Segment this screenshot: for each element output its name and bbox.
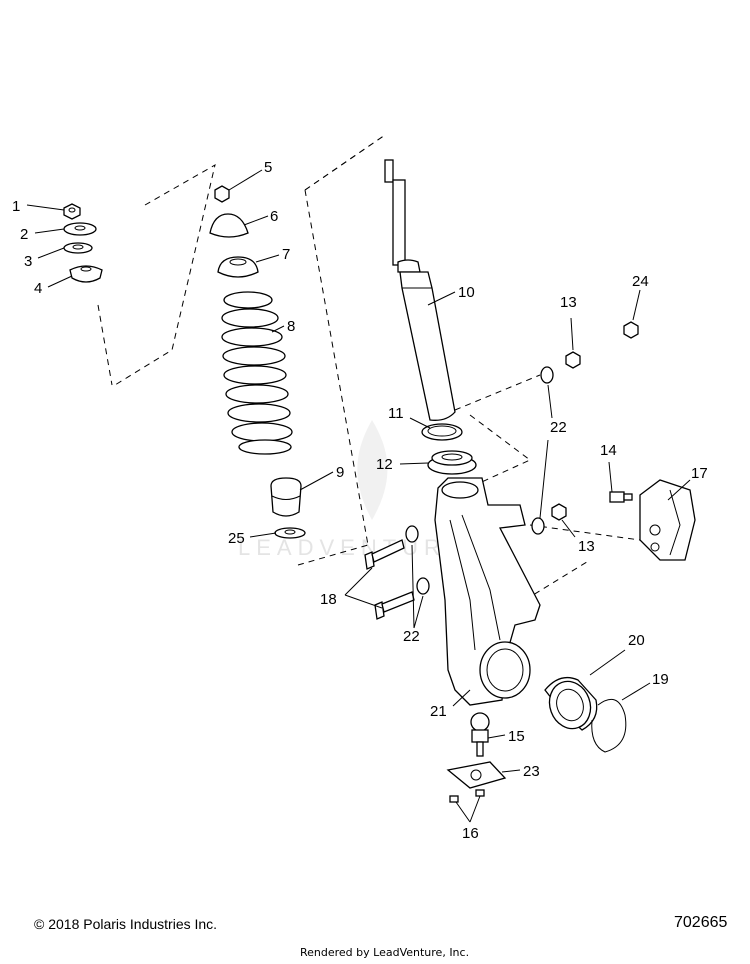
part-10-shock-absorber — [384, 159, 456, 421]
part-11-ring — [421, 423, 463, 441]
part-13-nut-lower — [551, 503, 567, 521]
callout-18: 18 — [320, 591, 337, 608]
callout-10: 10 — [458, 284, 475, 301]
callout-5: 5 — [264, 159, 272, 176]
part-2-washer — [63, 222, 97, 236]
rendered-by-text: Rendered by LeadVenture, Inc. — [300, 946, 470, 959]
part-6-cap — [209, 213, 249, 238]
part-12-spring-seat — [427, 450, 477, 475]
callout-17: 17 — [691, 465, 708, 482]
part-22-washer-lower — [405, 525, 430, 595]
callout-21: 21 — [430, 703, 447, 720]
part-4-bushing — [69, 265, 103, 283]
callout-3: 3 — [24, 253, 32, 270]
callout-22-upper: 22 — [550, 419, 567, 436]
callout-1: 1 — [12, 198, 20, 215]
part-20-bearing — [544, 676, 598, 731]
watermark-text: LEADVENTURE — [238, 535, 467, 560]
group-outline-left — [114, 163, 216, 386]
callout-7: 7 — [282, 246, 290, 263]
callout-23: 23 — [523, 763, 540, 780]
part-19-snap-ring — [591, 698, 627, 753]
leader-lines — [26, 169, 691, 823]
part-17-caliper — [639, 479, 696, 561]
callout-19: 19 — [652, 671, 669, 688]
callout-2: 2 — [20, 226, 28, 243]
part-18-bolt-upper — [364, 539, 405, 570]
group-outline-knuckle — [454, 374, 641, 601]
part-24-nut — [623, 321, 639, 339]
part-21-knuckle — [434, 477, 541, 706]
callout-11: 11 — [388, 405, 404, 422]
callout-16: 16 — [462, 825, 479, 842]
part-7-retainer — [217, 256, 259, 278]
callout-20: 20 — [628, 632, 645, 649]
callout-14: 14 — [600, 442, 617, 459]
watermark-flame-icon — [357, 420, 388, 520]
part-1-nut — [63, 203, 81, 220]
callout-12: 12 — [376, 456, 393, 473]
diagram-id: 702665 — [674, 914, 728, 931]
part-8-spring — [221, 291, 293, 455]
part-15-ball-joint — [470, 712, 490, 757]
part-18-bolt-lower — [374, 591, 415, 620]
copyright-text: © 2018 Polaris Industries Inc. — [34, 916, 218, 932]
part-22-washer-upper — [531, 366, 554, 535]
part-14-bolt — [609, 491, 633, 503]
callout-8: 8 — [287, 318, 295, 335]
callout-15: 15 — [508, 728, 525, 745]
part-9-bump-stop — [270, 477, 302, 517]
part-13-nut-upper — [565, 351, 581, 369]
callout-6: 6 — [270, 208, 278, 225]
callout-9: 9 — [336, 464, 344, 481]
part-23-plate — [446, 761, 507, 789]
group-outline-shock — [297, 134, 386, 566]
callout-4: 4 — [34, 280, 42, 297]
callout-13-lower: 13 — [578, 538, 595, 555]
part-5-nut — [214, 185, 230, 203]
callout-24: 24 — [632, 273, 649, 290]
part-25-washer — [274, 527, 306, 539]
callout-13-upper: 13 — [560, 294, 577, 311]
callout-22-lower: 22 — [403, 628, 420, 645]
part-3-washer — [63, 242, 93, 254]
callout-25: 25 — [228, 530, 245, 547]
group-outline-left-lower — [97, 304, 113, 386]
